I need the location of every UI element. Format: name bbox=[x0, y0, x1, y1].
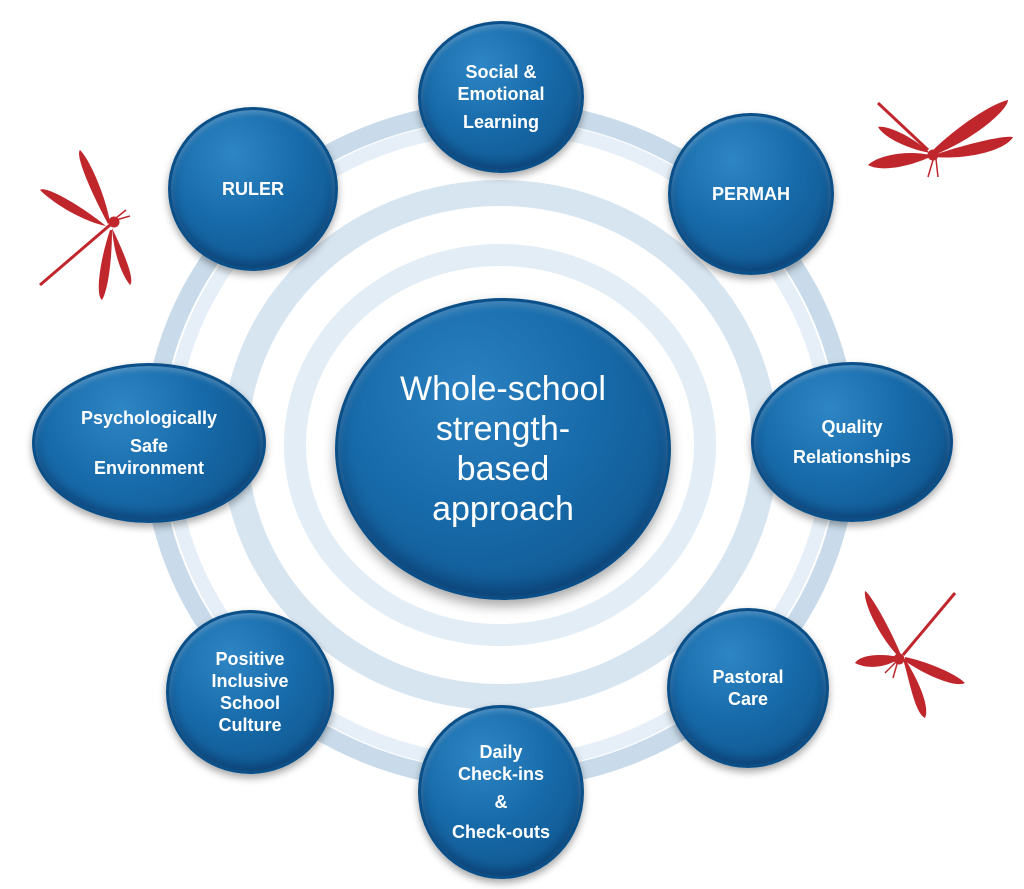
center-line: Whole-school bbox=[400, 370, 606, 408]
dragonfly-icon bbox=[868, 100, 1013, 178]
dragonfly-icon bbox=[39, 150, 132, 300]
node-line: Learning bbox=[462, 112, 539, 132]
node-line: Pastoral bbox=[712, 667, 784, 687]
node-line: Daily bbox=[479, 742, 523, 762]
node-pastoral-care: Pastoral Care bbox=[667, 608, 829, 768]
inner-ring bbox=[284, 244, 716, 646]
node-line: Environment bbox=[93, 458, 204, 478]
node-line: Quality bbox=[821, 417, 883, 437]
node-line: Social & bbox=[465, 62, 537, 82]
node-line: Relationships bbox=[792, 447, 912, 467]
center-line: approach bbox=[432, 490, 574, 528]
center-line: strength- bbox=[435, 410, 571, 448]
node-label: RULER bbox=[212, 178, 294, 200]
node-label: Quality Relationships bbox=[783, 416, 921, 468]
node-line: RULER bbox=[222, 179, 284, 199]
node-line: Culture bbox=[218, 715, 282, 735]
node-label: Daily Check-ins & Check-outs bbox=[442, 741, 560, 843]
node-permah: PERMAH bbox=[668, 113, 834, 275]
center-hub: Whole-school strength- based approach bbox=[335, 298, 671, 600]
node-psychologically-safe-environment: Psychologically Safe Environment bbox=[32, 363, 266, 523]
node-line: Psychologically bbox=[80, 408, 218, 428]
node-line: PERMAH bbox=[711, 184, 790, 204]
node-line: & bbox=[494, 792, 508, 812]
node-line: School bbox=[219, 693, 280, 713]
node-line: Emotional bbox=[457, 84, 545, 104]
node-positive-inclusive-school-culture: Positive Inclusive School Culture bbox=[166, 610, 334, 774]
node-line: Check-ins bbox=[457, 764, 544, 784]
node-line: Positive bbox=[215, 649, 285, 669]
center-hub-label: Whole-school strength- based approach bbox=[383, 369, 623, 529]
node-line: Check-outs bbox=[451, 822, 550, 842]
node-label: PERMAH bbox=[702, 183, 800, 205]
dragonfly-icon bbox=[855, 591, 965, 718]
node-ruler: RULER bbox=[168, 107, 338, 271]
node-social-emotional-learning: Social & Emotional Learning bbox=[418, 21, 584, 173]
node-line: Safe bbox=[129, 436, 169, 456]
center-line: based bbox=[456, 450, 550, 488]
node-label: Positive Inclusive School Culture bbox=[201, 648, 298, 736]
node-label: Pastoral Care bbox=[702, 666, 793, 710]
node-line: Inclusive bbox=[211, 671, 289, 691]
node-quality-relationships: Quality Relationships bbox=[751, 362, 953, 522]
node-label: Psychologically Safe Environment bbox=[71, 407, 227, 479]
node-daily-checkins: Daily Check-ins & Check-outs bbox=[418, 705, 584, 879]
node-label: Social & Emotional Learning bbox=[447, 61, 554, 133]
node-line: Care bbox=[727, 689, 768, 709]
